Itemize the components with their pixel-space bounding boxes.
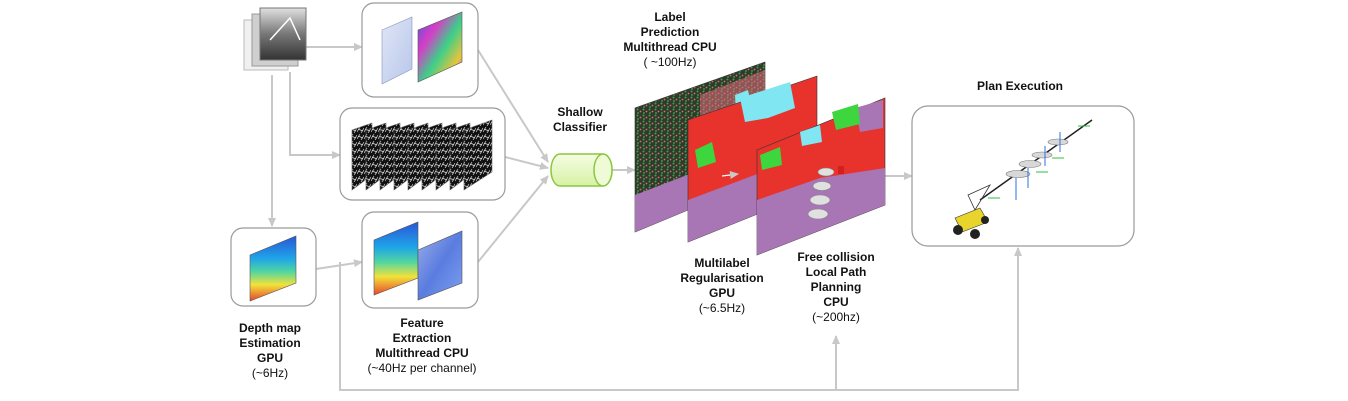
shallow-classifier-label: Shallow Classifier bbox=[535, 105, 625, 135]
path-planning-rate: (~200hz) bbox=[812, 310, 860, 324]
feature-extraction-line-3: Multithread CPU bbox=[375, 346, 469, 360]
path-planning-line-4: CPU bbox=[823, 295, 849, 309]
arrow-edge-features-to-classifier bbox=[504, 156, 549, 170]
depth-map-line-2: Estimation bbox=[239, 336, 301, 350]
depth-map-line-1: Depth map bbox=[238, 321, 301, 335]
plan-execution-label: Plan Execution bbox=[950, 79, 1090, 94]
label-prediction-line-2: Prediction bbox=[640, 25, 700, 39]
color-features-box bbox=[361, 2, 479, 98]
plan-execution-box bbox=[911, 105, 1135, 247]
depth-features-box bbox=[361, 211, 479, 309]
feature-extraction-label: Feature Extraction Multithread CPU (~40H… bbox=[352, 316, 492, 376]
depth-map-line-3: GPU bbox=[256, 351, 283, 365]
depth-map-rate: (~6Hz) bbox=[251, 366, 289, 380]
label-prediction-rate: ( ~100Hz) bbox=[643, 55, 697, 69]
shallow-classifier-line-2: Classifier bbox=[552, 120, 608, 134]
path-planning-image bbox=[756, 97, 886, 256]
robot-icon bbox=[953, 207, 989, 239]
path-planning-line-2: Local Path bbox=[805, 265, 867, 279]
shallow-classifier-line-1: Shallow bbox=[557, 105, 603, 119]
feature-extraction-line-2: Extraction bbox=[392, 331, 452, 345]
arrow-color-features-to-classifier bbox=[477, 49, 549, 163]
arrow-input-to-edge-features bbox=[289, 72, 341, 159]
label-prediction-line-3: Multithread CPU bbox=[623, 40, 717, 54]
plan-execution-title: Plan Execution bbox=[976, 79, 1064, 93]
label-prediction-line-1: Label bbox=[654, 10, 686, 24]
label-prediction-label: Label Prediction Multithread CPU ( ~100H… bbox=[600, 10, 740, 70]
regularisation-label: Multilabel Regularisation GPU (~6.5Hz) bbox=[652, 256, 792, 316]
regularisation-line-2: Regularisation bbox=[680, 271, 764, 285]
depth-map-label: Depth map Estimation GPU (~6Hz) bbox=[210, 321, 330, 381]
input-image-stack bbox=[243, 7, 307, 71]
path-planning-line-3: Planning bbox=[810, 280, 862, 294]
path-planning-label: Free collision Local Path Planning CPU (… bbox=[766, 250, 906, 325]
depth-map-box bbox=[230, 227, 317, 307]
regularisation-rate: (~6.5Hz) bbox=[698, 301, 746, 315]
feature-extraction-line-1: Feature bbox=[400, 316, 444, 330]
arrow-depth-to-planning-loop bbox=[339, 262, 840, 391]
edge-features-box bbox=[339, 107, 506, 201]
shallow-classifier-cylinder bbox=[550, 153, 613, 187]
feature-extraction-rate: (~40Hz per channel) bbox=[367, 361, 477, 375]
regularisation-line-3: GPU bbox=[708, 286, 735, 300]
regularisation-line-1: Multilabel bbox=[694, 256, 750, 270]
path-planning-line-1: Free collision bbox=[797, 250, 875, 264]
arrow-loop-to-execution bbox=[836, 247, 1022, 391]
arrow-depth-features-to-classifier bbox=[477, 175, 549, 263]
